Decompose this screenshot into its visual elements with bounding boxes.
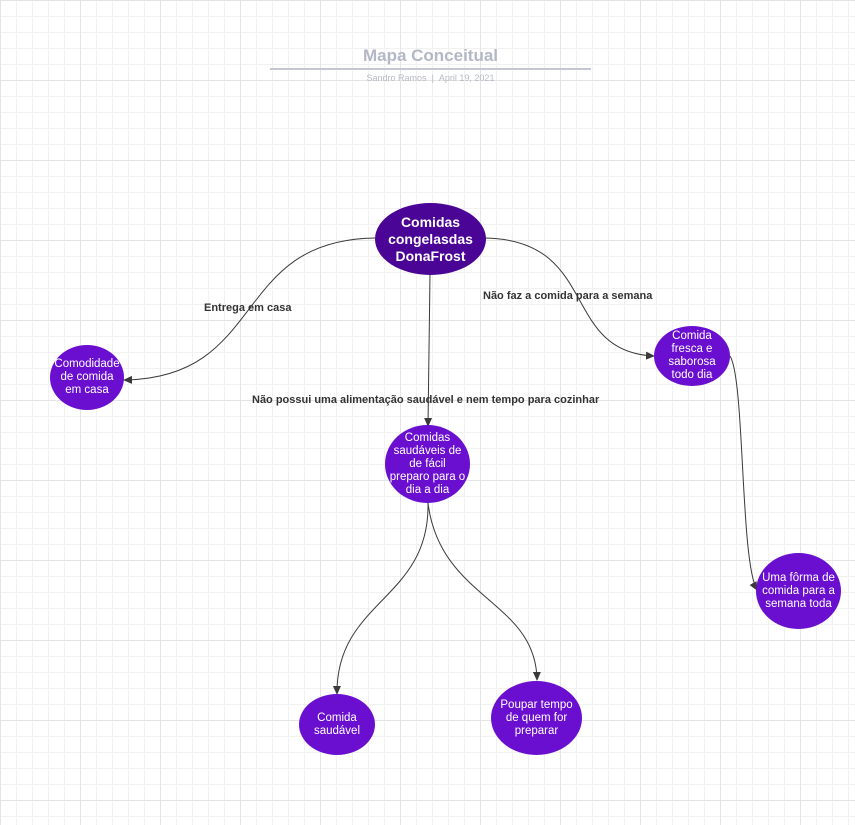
edge-root-to-comodidade[interactable] <box>123 237 376 384</box>
node-root[interactable]: Comidas congelasdas DonaFrost <box>375 203 486 275</box>
map-date: April 19, 2021 <box>438 73 495 83</box>
meta-separator: | <box>431 73 434 83</box>
node-fresca[interactable]: Comida fresca e saborosa todo dia <box>654 326 730 386</box>
map-header: Mapa Conceitual Sandro Ramos | April 19, 2… <box>270 46 591 83</box>
edge-fresca-to-forma[interactable] <box>729 355 758 591</box>
author-name: Sandro Ramos <box>366 73 427 83</box>
map-title[interactable]: Mapa Conceitual <box>362 46 499 65</box>
node-poupar[interactable]: Poupar tempo de quem for preparar <box>491 681 582 755</box>
edge-root-to-fresca[interactable] <box>484 237 655 360</box>
node-saudaveis[interactable]: Comidas saudáveis de de fácil preparo pa… <box>385 425 470 503</box>
edge-saudaveis-to-saudavel[interactable] <box>332 502 429 695</box>
node-forma[interactable]: Uma fôrma de comida para a semana toda <box>756 553 841 629</box>
map-meta: Sandro Ramos | April 19, 2021 <box>270 73 591 83</box>
edge-saudaveis-to-poupar[interactable] <box>427 502 541 681</box>
edge-label-entrega: Entrega em casa <box>204 302 292 314</box>
edge-label-nao-faz: Não faz a comida para a semana <box>483 290 653 302</box>
title-divider <box>270 68 591 70</box>
node-saudavel[interactable]: Comida saudável <box>299 694 375 755</box>
edge-label-nao-possui: Não possui uma alimentação saudável e ne… <box>252 394 600 406</box>
edge-root-to-saudaveis[interactable] <box>424 273 433 427</box>
node-comodidade[interactable]: Comodidade de comida em casa <box>50 345 124 410</box>
